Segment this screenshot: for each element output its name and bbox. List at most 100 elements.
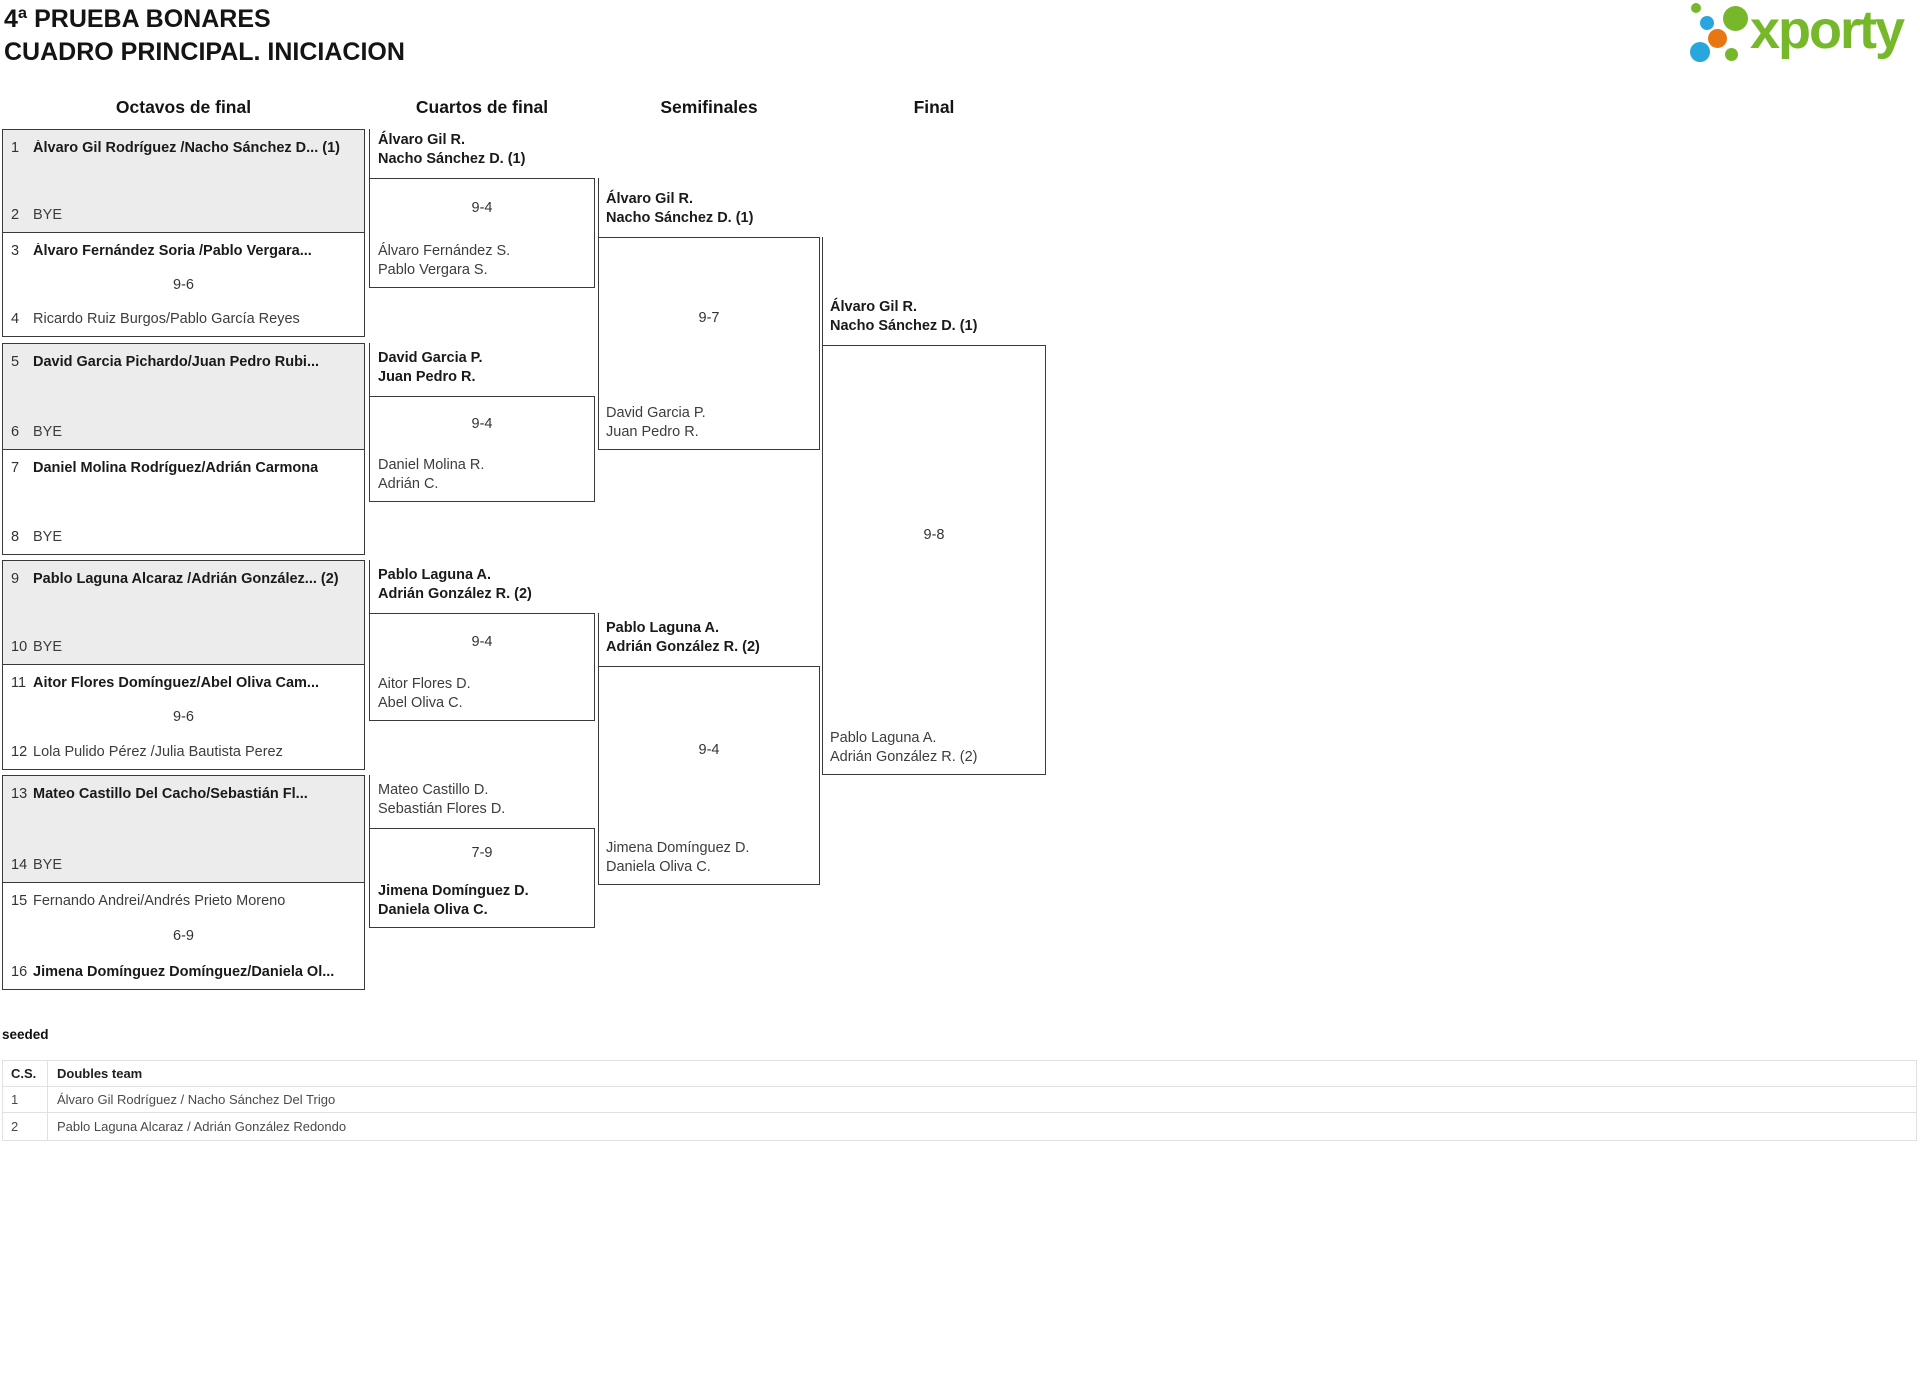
qf3-bottom-team: Aitor Flores D. Abel Oliva C. (378, 675, 471, 713)
seed-number: 6 (11, 424, 20, 440)
qf2-score: 9-4 (471, 416, 493, 432)
player-line: Daniela Oliva C. (378, 902, 488, 918)
sf2-bottom-team: Jimena Domínguez D. Daniela Oliva C. (606, 839, 749, 877)
bracket-entry-5: 5 David Garcia Pichardo/Juan Pedro Rubi.… (3, 354, 358, 370)
bracket-entry-8: 8 BYE (3, 529, 358, 545)
sf1-score: 9-7 (698, 310, 720, 326)
team-name[interactable]: Jimena Domínguez Domínguez/Daniela Ol... (33, 964, 335, 980)
qf2-top-team: David Garcia P. Juan Pedro R. (378, 349, 483, 387)
seed-rank: 2 (3, 1113, 48, 1140)
bracket-entry-1: 1 Álvaro Gil Rodríguez /Nacho Sánchez D.… (3, 140, 358, 156)
seeded-table: C.S. Doubles team 1 Álvaro Gil Rodríguez… (2, 1060, 1917, 1141)
player-line: Abel Oliva C. (378, 695, 463, 711)
sf2-top-team: Pablo Laguna A. Adrián González R. (2) (606, 619, 760, 657)
bracket-entry-16: 16 Jimena Domínguez Domínguez/Daniela Ol… (3, 964, 358, 980)
seed-number: 1 (11, 140, 20, 156)
seed-number: 16 (11, 964, 28, 980)
seed-rank: 1 (3, 1087, 48, 1112)
round-header-semifinales: Semifinales (660, 97, 758, 117)
team-name[interactable]: Mateo Castillo Del Cacho/Sebastián Fl... (33, 786, 308, 802)
team-name[interactable]: Fernando Andrei/Andrés Prieto Moreno (33, 893, 286, 909)
qf1-match-box (369, 178, 595, 288)
bracket-pair-box-11-12: 11 Aitor Flores Domínguez/Abel Oliva Cam… (2, 664, 365, 770)
team-name[interactable]: Daniel Molina Rodríguez/Adrián Carmona (33, 460, 319, 476)
bracket-entry-15: 15 Fernando Andrei/Andrés Prieto Moreno (3, 893, 358, 909)
seed-number: 3 (11, 243, 20, 259)
bracket-entry-2: 2 BYE (3, 207, 358, 223)
seeded-table-header: C.S. Doubles team (3, 1061, 1916, 1087)
team-name[interactable]: Lola Pulido Pérez /Julia Bautista Perez (33, 744, 283, 760)
team-name[interactable]: Álvaro Gil Rodríguez /Nacho Sánchez D...… (33, 140, 340, 156)
qf3-score: 9-4 (471, 634, 493, 650)
qf1-bottom-team: Álvaro Fernández S. Pablo Vergara S. (378, 242, 510, 280)
player-line: Álvaro Gil R. (606, 191, 694, 207)
bracket-pair-box-1-2: 1 Álvaro Gil Rodríguez /Nacho Sánchez D.… (2, 129, 365, 233)
logo-dot-icon (1691, 3, 1701, 13)
seed-team[interactable]: Pablo Laguna Alcaraz / Adrián González R… (57, 1119, 347, 1134)
bracket-entry-10: 10 BYE (3, 639, 358, 655)
team-name: BYE (33, 857, 63, 873)
qf4-score: 7-9 (471, 845, 493, 861)
seeded-section-label: seeded (2, 1027, 49, 1042)
final-match-box (822, 345, 1046, 775)
bracket-entry-14: 14 BYE (3, 857, 358, 873)
title-line-2: CUADRO PRINCIPAL. INICIACION (4, 38, 405, 66)
player-line: Daniel Molina R. (378, 457, 485, 473)
player-line: Adrián González R. (2) (606, 639, 760, 655)
seed-number: 4 (11, 311, 20, 327)
final-bottom-team: Pablo Laguna A. Adrián González R. (2) (830, 729, 977, 767)
seed-number: 14 (11, 857, 28, 873)
player-line: Álvaro Fernández S. (378, 243, 511, 259)
player-line: Juan Pedro R. (378, 369, 476, 385)
player-line: Pablo Laguna A. (378, 567, 492, 583)
team-name[interactable]: Aitor Flores Domínguez/Abel Oliva Cam... (33, 675, 320, 691)
seed-number: 5 (11, 354, 20, 370)
player-line: Mateo Castillo D. (378, 782, 489, 798)
qf2-bottom-team: Daniel Molina R. Adrián C. (378, 456, 484, 494)
bracket-entry-6: 6 BYE (3, 424, 358, 440)
bracket-pair-box-5-6: 5 David Garcia Pichardo/Juan Pedro Rubi.… (2, 343, 365, 450)
player-line: Jimena Domínguez D. (378, 883, 529, 899)
player-line: Adrián González R. (2) (830, 749, 978, 765)
team-name[interactable]: Pablo Laguna Alcaraz /Adrián González...… (33, 571, 339, 587)
bracket-pair-box-9-10: 9 Pablo Laguna Alcaraz /Adrián González.… (2, 560, 365, 665)
player-line: Pablo Laguna A. (606, 620, 720, 636)
logo-dot-icon (1725, 48, 1738, 61)
team-name[interactable]: David Garcia Pichardo/Juan Pedro Rubi... (33, 354, 320, 370)
team-name[interactable]: Ricardo Ruiz Burgos/Pablo García Reyes (33, 311, 300, 327)
sf1-top-team: Álvaro Gil R. Nacho Sánchez D. (1) (606, 190, 753, 228)
bracket-entry-3: 3 Álvaro Fernández Soria /Pablo Vergara.… (3, 243, 358, 259)
match-score: 9-6 (173, 276, 194, 293)
seed-number: 13 (11, 786, 28, 802)
qf3-match-box (369, 613, 595, 721)
player-line: Daniela Oliva C. (606, 859, 711, 875)
sf2-match-box (598, 666, 820, 885)
seeded-row-1: 1 Álvaro Gil Rodríguez / Nacho Sánchez D… (3, 1087, 1916, 1113)
logo-dot-icon (1700, 16, 1714, 30)
logo-dot-icon (1690, 42, 1710, 62)
bracket-pair-box-7-8: 7 Daniel Molina Rodríguez/Adrián Carmona… (2, 449, 365, 555)
seed-team[interactable]: Álvaro Gil Rodríguez / Nacho Sánchez Del… (57, 1092, 336, 1107)
bracket-entry-11: 11 Aitor Flores Domínguez/Abel Oliva Cam… (3, 675, 358, 691)
bracket-entry-12: 12 Lola Pulido Pérez /Julia Bautista Per… (3, 744, 358, 760)
seeded-col-team: Doubles team (57, 1066, 143, 1081)
seed-number: 7 (11, 460, 20, 476)
seed-number: 8 (11, 529, 20, 545)
qf4-match-box (369, 828, 595, 928)
player-line: Adrián C. (378, 476, 439, 492)
player-line: Jimena Domínguez D. (606, 840, 750, 856)
logo-wordmark: xporty (1750, 0, 1905, 60)
xporty-logo: xporty (1688, 0, 1916, 70)
seed-number: 12 (11, 744, 28, 760)
player-line: Nacho Sánchez D. (1) (830, 318, 978, 334)
qf3-top-team: Pablo Laguna A. Adrián González R. (2) (378, 566, 532, 604)
team-name[interactable]: Álvaro Fernández Soria /Pablo Vergara... (33, 243, 312, 259)
qf4-top-team: Mateo Castillo D. Sebastián Flores D. (378, 781, 505, 819)
team-name: BYE (33, 529, 63, 545)
seeded-col-cs: C.S. (3, 1061, 48, 1086)
sf2-score: 9-4 (698, 742, 720, 758)
qf1-top-team: Álvaro Gil R. Nacho Sánchez D. (1) (378, 131, 525, 169)
qf4-bottom-team: Jimena Domínguez D. Daniela Oliva C. (378, 882, 529, 920)
seed-number: 15 (11, 893, 28, 909)
qf2-match-box (369, 396, 595, 502)
